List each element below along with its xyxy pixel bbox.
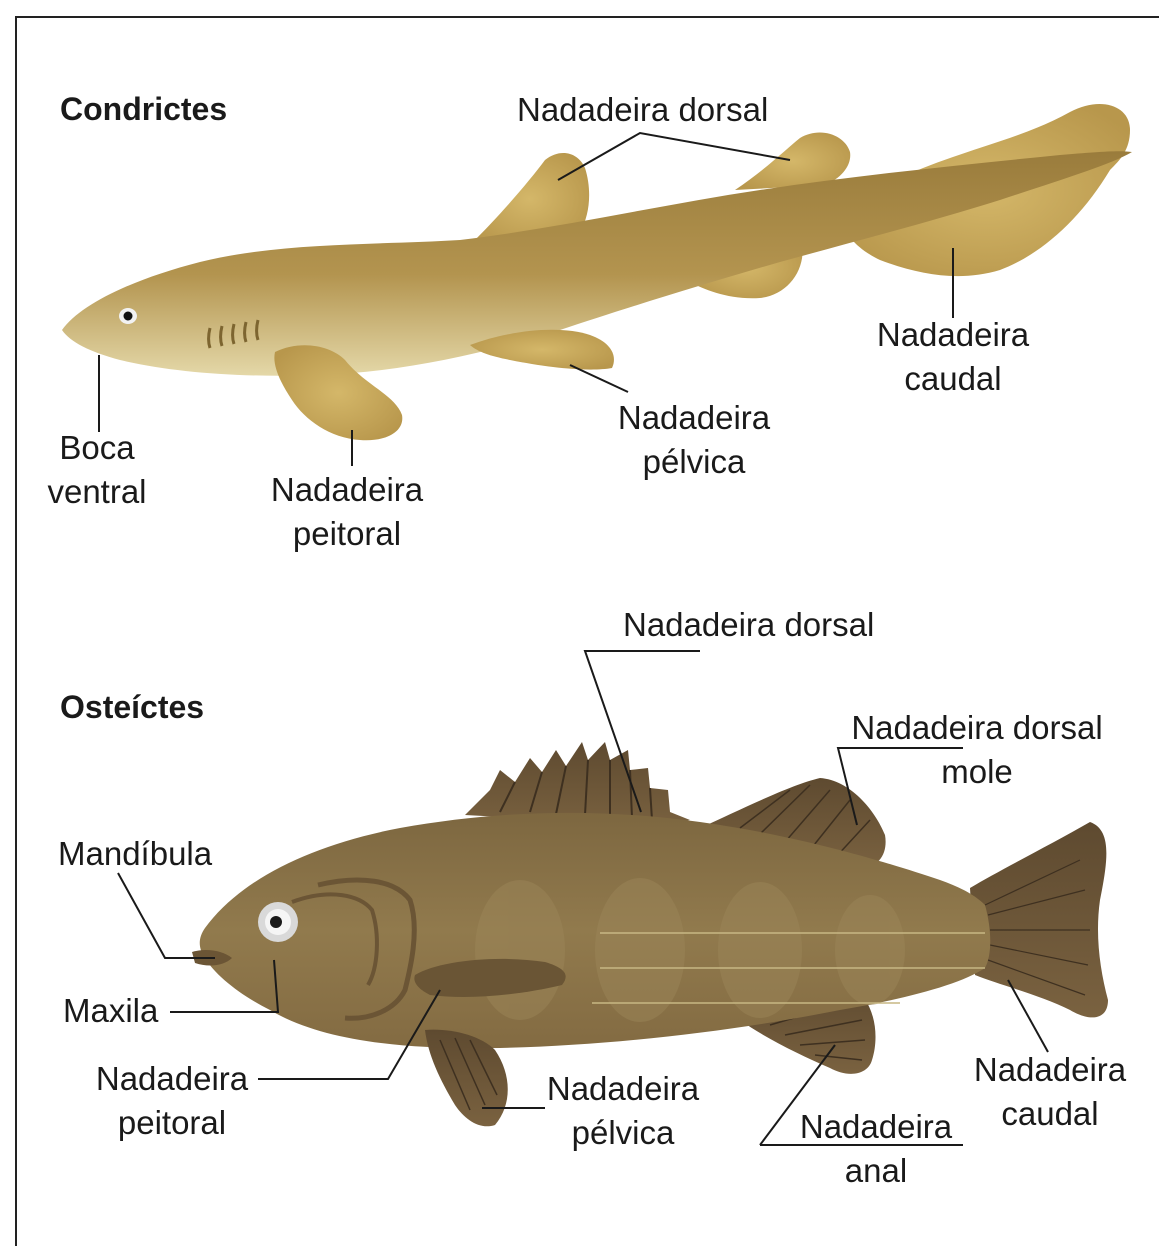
fish-caudal-fin xyxy=(970,822,1108,1017)
shark-eye xyxy=(119,308,137,324)
shark-mouth-label-line2: ventral xyxy=(47,470,146,514)
shark-caudal-fin-label-line2: caudal xyxy=(877,357,1029,401)
shark-pelvic-fin-label-line2: pélvica xyxy=(618,440,770,484)
fish-caudal-fin-label-line1: Nadadeira xyxy=(974,1048,1126,1092)
fish-soft-dorsal-fin-label-line1: Nadadeira dorsal xyxy=(851,706,1102,750)
fish-mandible-label: Mandíbula xyxy=(58,832,212,876)
fish-pectoral-fin-label-line1: Nadadeira xyxy=(96,1057,248,1101)
fish-pelvic-fin-label-line1: Nadadeira xyxy=(547,1067,699,1111)
section-title-condrictes: Condrictes xyxy=(60,87,227,131)
fish-caudal-fin-label-line2: caudal xyxy=(974,1092,1126,1136)
shark-dorsal-fin-label: Nadadeira dorsal xyxy=(517,88,768,132)
fish-eye xyxy=(258,902,298,942)
fish-anal-fin-label: Nadadeira anal xyxy=(800,1105,952,1193)
shark-pectoral-fin-label: Nadadeira peitoral xyxy=(271,468,423,556)
fish-maxilla-label: Maxila xyxy=(63,989,158,1033)
fish-pectoral-fin-label: Nadadeira peitoral xyxy=(96,1057,248,1145)
shark-caudal-fin-label: Nadadeira caudal xyxy=(877,313,1029,401)
fish-anal-fin-label-line1: Nadadeira xyxy=(800,1105,952,1149)
shark-mouth-label-line1: Boca xyxy=(47,426,146,470)
shark-mouth-label: Boca ventral xyxy=(47,426,146,514)
shark-pelvic-fin-label-line1: Nadadeira xyxy=(618,396,770,440)
fish-anal-fin-label-line2: anal xyxy=(800,1149,952,1193)
fish-soft-dorsal-fin-label-line2: mole xyxy=(851,750,1102,794)
shark-pelvic-fin-label: Nadadeira pélvica xyxy=(618,396,770,484)
fish-pelvic-fin-label: Nadadeira pélvica xyxy=(547,1067,699,1155)
fish-caudal-fin-label: Nadadeira caudal xyxy=(974,1048,1126,1136)
fish-soft-dorsal-fin-label: Nadadeira dorsal mole xyxy=(851,706,1102,794)
fish-dorsal-fin-label: Nadadeira dorsal xyxy=(623,603,874,647)
shark-caudal-fin-label-line1: Nadadeira xyxy=(877,313,1029,357)
shark-pectoral-fin-label-line1: Nadadeira xyxy=(271,468,423,512)
shark-pectoral-fin-label-line2: peitoral xyxy=(271,512,423,556)
fish-pectoral-fin-label-line2: peitoral xyxy=(96,1101,248,1145)
fish-pelvic-fin-label-line2: pélvica xyxy=(547,1111,699,1155)
section-title-osteictes: Osteíctes xyxy=(60,685,204,729)
